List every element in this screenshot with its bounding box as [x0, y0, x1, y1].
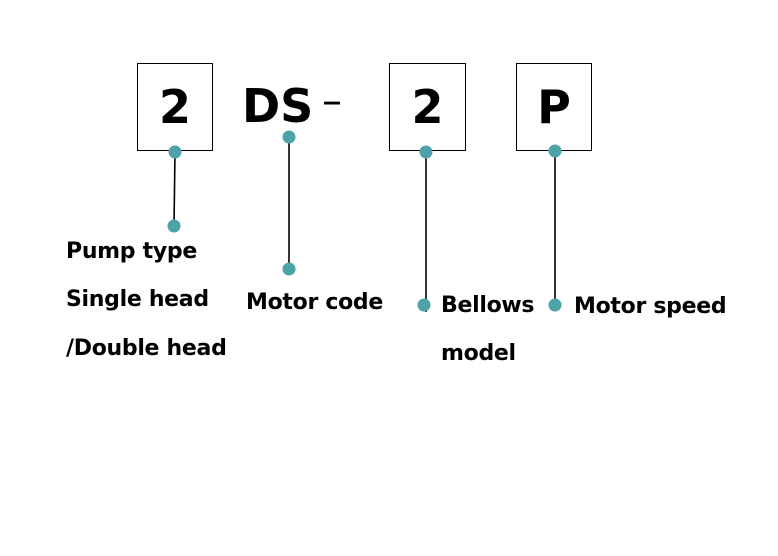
pump-type-connector — [167, 145, 182, 233]
motor-speed-bottom-dot — [548, 298, 562, 312]
motor-speed-top-dot — [548, 144, 562, 158]
motor-code-text: DS — [242, 79, 314, 133]
bellows-code: 2 — [411, 80, 444, 134]
motor-code-bottom-dot — [282, 262, 296, 276]
motor-speed-code-box: P — [516, 63, 592, 151]
motor-code-connector — [282, 130, 296, 276]
pump-type-top-dot — [168, 145, 182, 159]
motor-speed-label: Motor speed — [574, 294, 727, 319]
code-separator: – — [322, 78, 342, 124]
bellows-bottom-dot — [417, 298, 431, 312]
bellows-model-label-line-1: Bellows — [441, 293, 535, 318]
pump-type-label-line-1: Pump type — [66, 239, 197, 264]
pump-type-bottom-dot — [167, 219, 181, 233]
pump-type-label-line-2: Single head — [66, 287, 209, 312]
pump-type-code: 2 — [158, 80, 191, 134]
bellows-top-dot — [419, 145, 433, 159]
motor-speed-code: P — [537, 80, 571, 134]
motor-code-top-dot — [282, 130, 296, 144]
pump-type-label-line-3: /Double head — [66, 336, 227, 361]
bellows-connector — [417, 145, 433, 312]
motor-speed-connector — [548, 144, 562, 312]
motor-code-label: Motor code — [246, 290, 383, 315]
bellows-model-label-line-2: model — [441, 341, 516, 366]
